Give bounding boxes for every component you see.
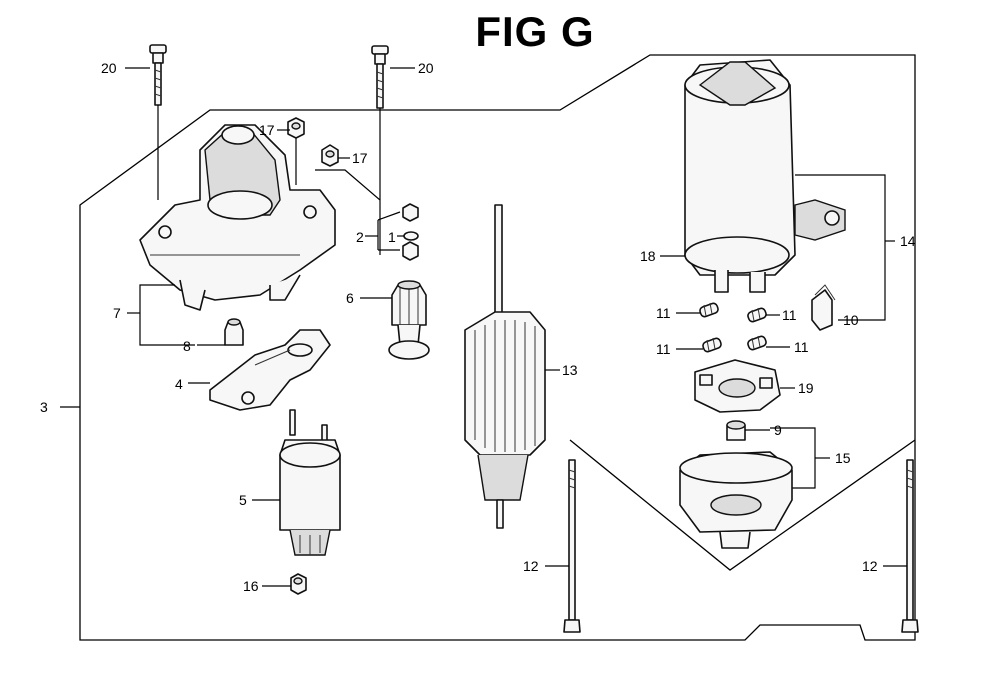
callout-11-upper-right: 11 — [782, 307, 797, 323]
through-bolt-12-left — [563, 459, 581, 633]
bolt-20-right — [371, 45, 389, 109]
leader-2-top — [377, 211, 401, 221]
callout-18: 18 — [640, 248, 656, 264]
shift-lever-4 — [209, 329, 331, 411]
callout-6: 6 — [346, 290, 354, 306]
callout-19: 19 — [798, 380, 814, 396]
callout-5: 5 — [239, 492, 247, 508]
callout-10: 10 — [843, 312, 859, 328]
callout-20-left: 20 — [101, 60, 117, 76]
terminal-clip-10 — [811, 284, 836, 331]
spring-11-upper-left — [699, 302, 719, 318]
callout-11-lower-right: 11 — [794, 339, 809, 355]
figure-title: FIG G — [475, 8, 595, 55]
nut-17-left — [287, 117, 305, 139]
callout-11-upper-left: 11 — [656, 305, 671, 321]
callout-20-right: 20 — [418, 60, 434, 76]
spring-11-upper-right — [747, 307, 767, 323]
yoke-18 — [684, 59, 846, 293]
solenoid-5 — [279, 409, 341, 556]
callout-15: 15 — [835, 450, 851, 466]
bolt-20-left — [149, 44, 167, 106]
pinion-gear-6 — [388, 280, 430, 360]
callout-7: 7 — [113, 305, 121, 321]
nut-16 — [290, 573, 307, 595]
callout-12-right: 12 — [862, 558, 878, 574]
armature-13 — [464, 204, 546, 529]
through-bolt-12-right — [901, 459, 919, 633]
callout-11-lower-left: 11 — [656, 341, 671, 357]
assembly-boundary-outline — [79, 54, 916, 641]
nut-17-right — [321, 144, 339, 167]
callout-8: 8 — [183, 338, 191, 354]
callout-14: 14 — [900, 233, 916, 249]
callout-2: 2 — [356, 229, 364, 245]
callout-4: 4 — [175, 376, 183, 392]
cap-8 — [224, 318, 244, 346]
drive-end-housing — [139, 124, 336, 311]
callout-16: 16 — [243, 578, 259, 594]
spring-11-lower-left — [702, 337, 722, 353]
callout-17-left: 17 — [259, 122, 275, 138]
end-cover-15 — [679, 451, 793, 549]
callout-12-left: 12 — [523, 558, 539, 574]
leader-2-bracket — [315, 169, 381, 255]
bushing-9 — [726, 420, 746, 441]
leader-7-bracket — [139, 284, 195, 346]
washer-set-2 — [402, 203, 419, 261]
callout-17-right: 17 — [352, 150, 368, 166]
brush-holder-19 — [694, 359, 781, 413]
end-cover-group-outline — [569, 439, 916, 571]
callout-3: 3 — [40, 399, 48, 415]
leader-14-bracket — [795, 174, 886, 321]
callout-13: 13 — [562, 362, 578, 378]
spring-11-lower-right — [747, 335, 767, 351]
callout-1: 1 — [388, 229, 396, 245]
callout-9: 9 — [774, 422, 782, 438]
